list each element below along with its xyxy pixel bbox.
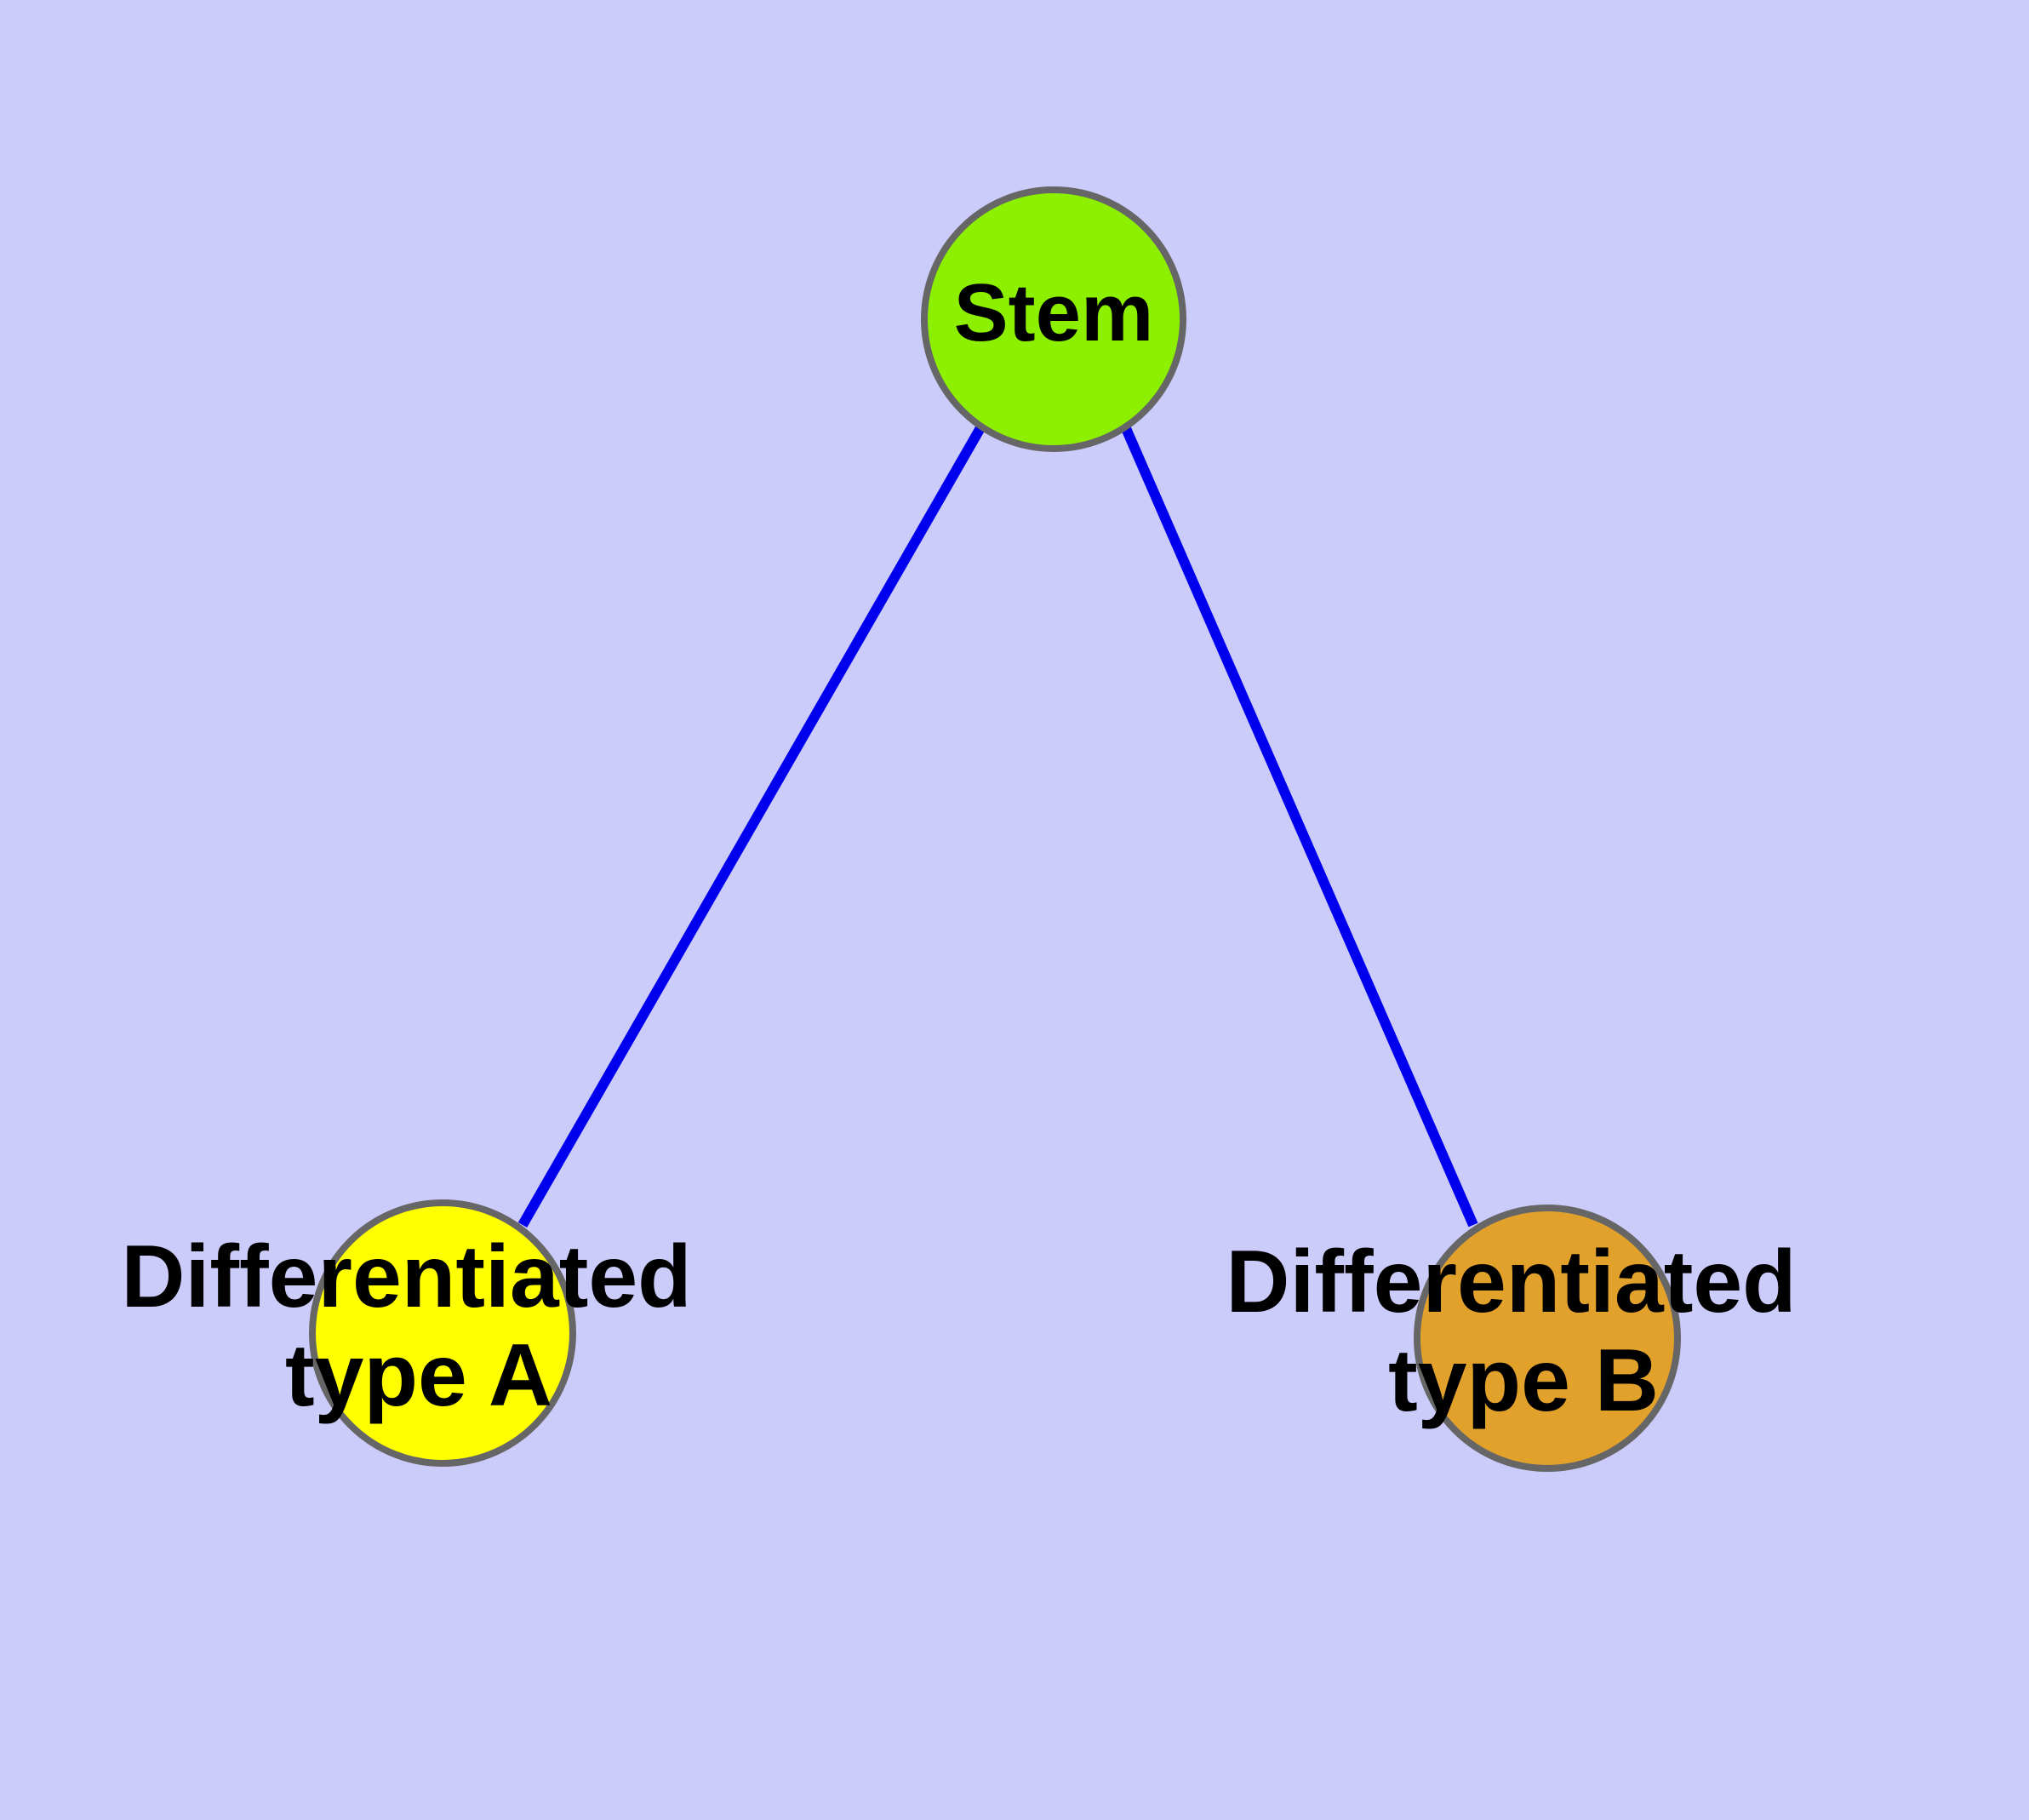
node-label-diff-b: Differentiated type B	[1226, 1233, 1820, 1430]
node-diff-a[interactable]	[309, 1199, 576, 1467]
node-label-diff-b-line-1: Differentiated	[1226, 1233, 1796, 1331]
node-circle-stem[interactable]	[921, 186, 1186, 452]
label-layer: Stem Differentiated type A Differentiate…	[121, 267, 1820, 1430]
node-label-diff-b-line-2: type B	[1388, 1331, 1659, 1430]
node-stem[interactable]	[921, 186, 1186, 452]
node-label-stem-line-1: Stem	[954, 267, 1154, 358]
edge-layer	[517, 424, 1478, 1228]
node-label-diff-a: Differentiated type A	[121, 1228, 716, 1425]
node-label-stem: Stem	[954, 267, 1154, 358]
node-circle-diff-b[interactable]	[1414, 1205, 1681, 1472]
node-layer	[309, 186, 1681, 1472]
node-circle-diff-a[interactable]	[309, 1199, 576, 1467]
node-diff-b[interactable]	[1414, 1205, 1681, 1472]
node-label-diff-a-line-1: Differentiated	[121, 1228, 691, 1326]
edge-stem-to-diff-a	[517, 424, 986, 1228]
node-label-diff-a-line-2: type A	[285, 1326, 552, 1425]
edge-stem-to-diff-b	[1120, 424, 1478, 1228]
